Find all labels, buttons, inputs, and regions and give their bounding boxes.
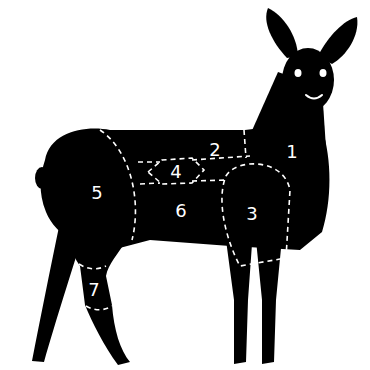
tail xyxy=(35,167,49,189)
cut-line xyxy=(86,306,112,310)
cut-line xyxy=(148,158,204,184)
left-ear xyxy=(266,8,298,58)
callout-number: 2 xyxy=(209,141,220,159)
callout-number: 7 xyxy=(88,281,99,299)
near-front-leg xyxy=(226,232,252,364)
callout-number: 5 xyxy=(91,184,102,202)
callout-number: 1 xyxy=(286,143,297,161)
cut-line xyxy=(222,164,290,266)
mouth xyxy=(306,95,322,99)
callout-number: 3 xyxy=(246,205,257,223)
far-front-leg xyxy=(256,238,282,364)
cut-line xyxy=(100,130,135,240)
cut-line xyxy=(138,156,250,162)
cut-line xyxy=(79,264,106,269)
right-ear xyxy=(318,17,357,64)
cut-line xyxy=(244,130,246,158)
callout-number: 6 xyxy=(175,202,186,220)
callout-number: 4 xyxy=(170,163,181,181)
eye xyxy=(295,69,302,77)
eye xyxy=(320,69,327,77)
